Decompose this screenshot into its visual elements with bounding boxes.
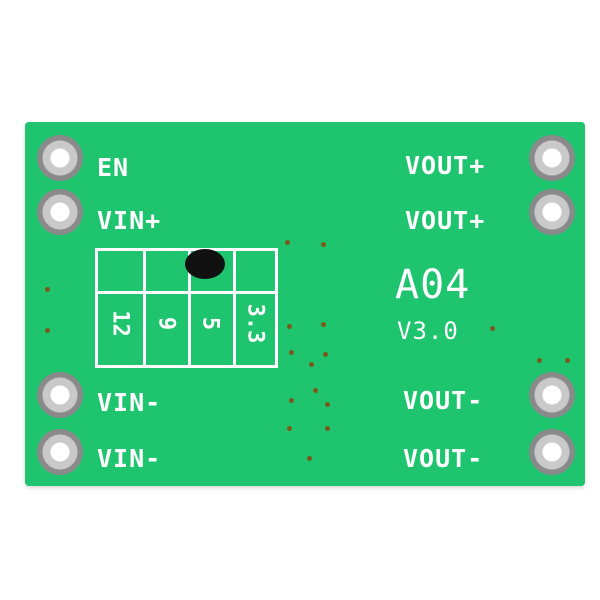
voltage-3-3: 3.3 — [242, 303, 268, 344]
pin-pad — [37, 135, 83, 181]
pin-pad — [529, 372, 575, 418]
model-label: A04 — [395, 262, 471, 308]
pin-pad — [529, 189, 575, 235]
label-vout-minus: VOUT- — [403, 386, 484, 415]
pin-pad — [529, 429, 575, 475]
voltage-5: 5 — [197, 316, 223, 331]
voltage-9: 9 — [153, 316, 179, 331]
label-vin-minus: VIN- — [97, 444, 162, 473]
label-vin-plus: VIN+ — [97, 206, 162, 235]
label-en: EN — [97, 153, 130, 182]
label-vout-minus: VOUT- — [403, 444, 484, 473]
solder-blob — [185, 249, 225, 279]
version-label: V3.0 — [397, 317, 459, 345]
label-vout-plus: VOUT+ — [405, 151, 486, 180]
label-vin-minus: VIN- — [97, 388, 162, 417]
label-vout-plus: VOUT+ — [405, 206, 486, 235]
pcb-board: EN VIN+ VIN- VIN- VOUT+ VOUT+ VOUT- VOUT… — [25, 122, 585, 486]
voltage-select-grid: 12 9 5 3.3 — [95, 248, 278, 368]
pin-pad — [37, 189, 83, 235]
pin-pad — [37, 372, 83, 418]
voltage-12: 12 — [107, 310, 133, 337]
pin-pad — [529, 135, 575, 181]
pin-pad — [37, 429, 83, 475]
